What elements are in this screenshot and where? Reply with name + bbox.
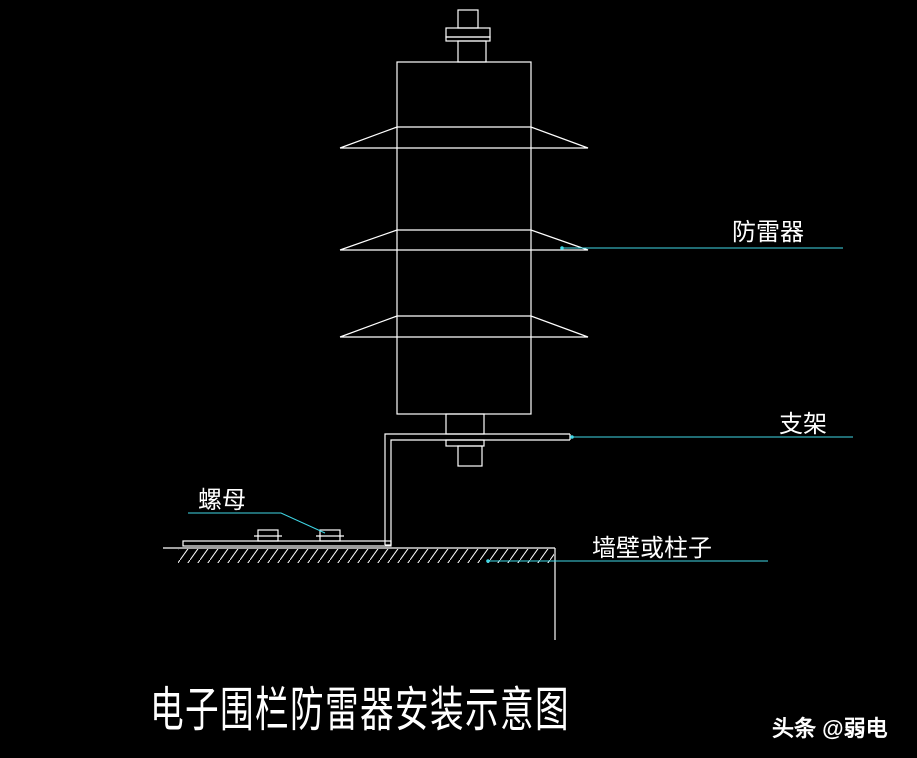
leader-wall: [486, 559, 768, 563]
nut-right: [316, 529, 344, 542]
watermark: 头条 @弱电: [772, 716, 888, 741]
leader-arrester: [560, 246, 843, 250]
nut-left: [254, 529, 282, 542]
top-terminal: [445, 9, 491, 63]
bracket: [384, 433, 571, 546]
insulator-sheds: [339, 126, 589, 338]
leader-bracket: [570, 435, 853, 439]
label-wall: 墙壁或柱子: [592, 534, 712, 562]
label-nut: 螺母: [198, 486, 246, 514]
leader-nut: [188, 512, 326, 534]
arrester-body: [396, 61, 532, 415]
base-plate: [182, 540, 392, 547]
label-arrester: 防雷器: [732, 218, 804, 246]
diagram-title: 电子围栏防雷器安装示意图: [150, 682, 570, 738]
label-bracket: 支架: [779, 410, 827, 438]
wall-surface: [163, 547, 556, 640]
